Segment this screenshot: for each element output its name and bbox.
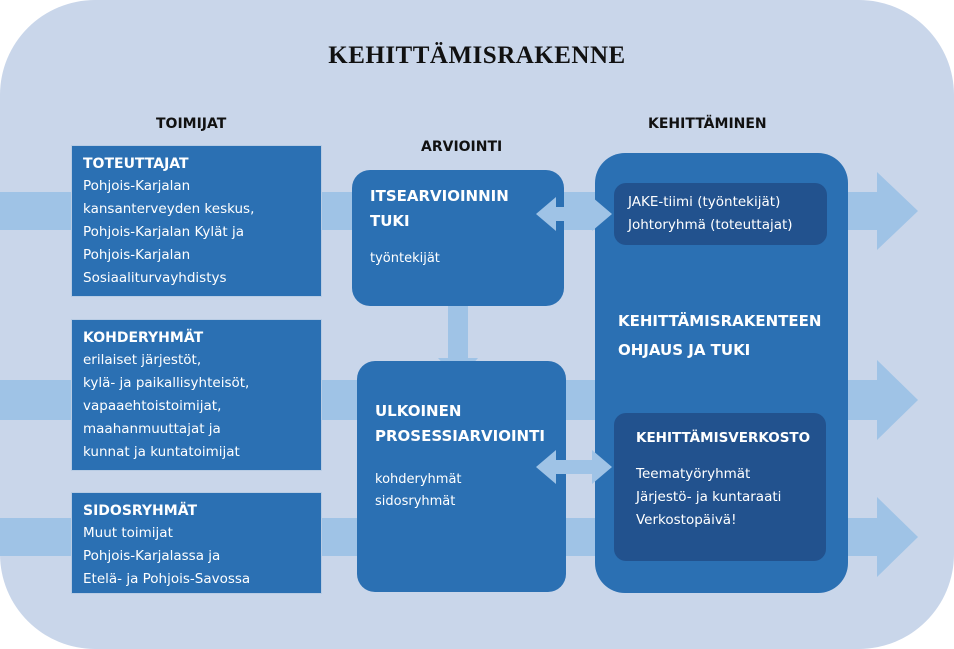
- verkosto-box: KEHITTÄMISVERKOSTO Teematyöryhmät Järjes…: [614, 413, 826, 561]
- kohderyhmat-line: kunnat ja kuntatoimijat: [83, 444, 240, 460]
- toteuttajat-heading: TOTEUTTAJAT: [83, 156, 189, 172]
- toteuttajat-line: kansanterveyden keskus,: [83, 201, 255, 217]
- vertical-double-arrow: [438, 282, 478, 381]
- toteuttajat-box: TOTEUTTAJAT Pohjois-Karjalan kansanterve…: [71, 145, 322, 297]
- ulkoinen-heading: PROSESSIARVIOINTI: [375, 427, 545, 445]
- itsearviointi-sub: työntekijät: [370, 251, 440, 266]
- column-heading-toimijat: TOIMIJAT: [156, 116, 227, 132]
- jake-line: JAKE-tiimi (työntekijät): [628, 194, 781, 210]
- verkosto-line: Teematyöryhmät: [636, 466, 751, 482]
- ulkoinen-heading: ULKOINEN: [375, 402, 462, 420]
- ohjaus-heading: KEHITTÄMISRAKENTEEN: [618, 312, 822, 330]
- column-heading-kehittaminen: KEHITTÄMINEN: [648, 116, 767, 132]
- ulkoinen-sub: kohderyhmät: [375, 472, 462, 487]
- verkosto-line: Verkostopäivä!: [636, 512, 737, 528]
- kohderyhmat-line: maahanmuuttajat ja: [83, 421, 221, 437]
- itsearviointi-box: ITSEARVIOINNIN TUKI työntekijät: [352, 170, 564, 306]
- double-arrow-lower: [536, 450, 612, 484]
- jake-line: Johtoryhmä (toteuttajat): [628, 217, 793, 233]
- toteuttajat-line: Pohjois-Karjalan: [83, 247, 191, 263]
- ulkoinen-sub: sidosryhmät: [375, 494, 456, 509]
- kohderyhmat-box: KOHDERYHMÄT erilaiset järjestöt, kylä- j…: [71, 319, 322, 471]
- verkosto-heading: KEHITTÄMISVERKOSTO: [636, 430, 811, 446]
- sidosryhmat-line: Pohjois-Karjalassa ja: [83, 548, 221, 564]
- itsearviointi-heading: ITSEARVIOINNIN: [370, 187, 509, 205]
- itsearviointi-heading: TUKI: [370, 212, 410, 230]
- jake-box: JAKE-tiimi (työntekijät) Johtoryhmä (tot…: [614, 183, 827, 245]
- ohjaus-text: KEHITTÄMISRAKENTEEN OHJAUS JA TUKI: [618, 309, 821, 363]
- sidosryhmat-line: Muut toimijat: [83, 525, 173, 541]
- page-title: KEHITTÄMISRAKENNE: [328, 42, 626, 69]
- kohderyhmat-line: vapaaehtoistoimijat,: [83, 398, 222, 414]
- sidosryhmat-box: SIDOSRYHMÄT Muut toimijat Pohjois-Karjal…: [71, 492, 322, 594]
- kohderyhmat-line: kylä- ja paikallisyhteisöt,: [83, 375, 250, 391]
- toteuttajat-line: Sosiaaliturvayhdistys: [83, 270, 227, 286]
- toteuttajat-line: Pohjois-Karjalan Kylät ja: [83, 224, 244, 240]
- kohderyhmat-line: erilaiset järjestöt,: [83, 352, 202, 368]
- sidosryhmat-line: Etelä- ja Pohjois-Savossa: [83, 571, 251, 587]
- sidosryhmat-heading: SIDOSRYHMÄT: [83, 503, 197, 519]
- column-heading-arviointi: ARVIOINTI: [421, 139, 503, 155]
- toteuttajat-line: Pohjois-Karjalan: [83, 178, 191, 194]
- ohjaus-heading: OHJAUS JA TUKI: [618, 341, 751, 359]
- double-arrow-upper: [536, 197, 612, 231]
- verkosto-line: Järjestö- ja kuntaraati: [636, 489, 782, 505]
- kohderyhmat-heading: KOHDERYHMÄT: [83, 330, 204, 346]
- ulkoinen-box: ULKOINEN PROSESSIARVIOINTI kohderyhmät s…: [357, 361, 566, 592]
